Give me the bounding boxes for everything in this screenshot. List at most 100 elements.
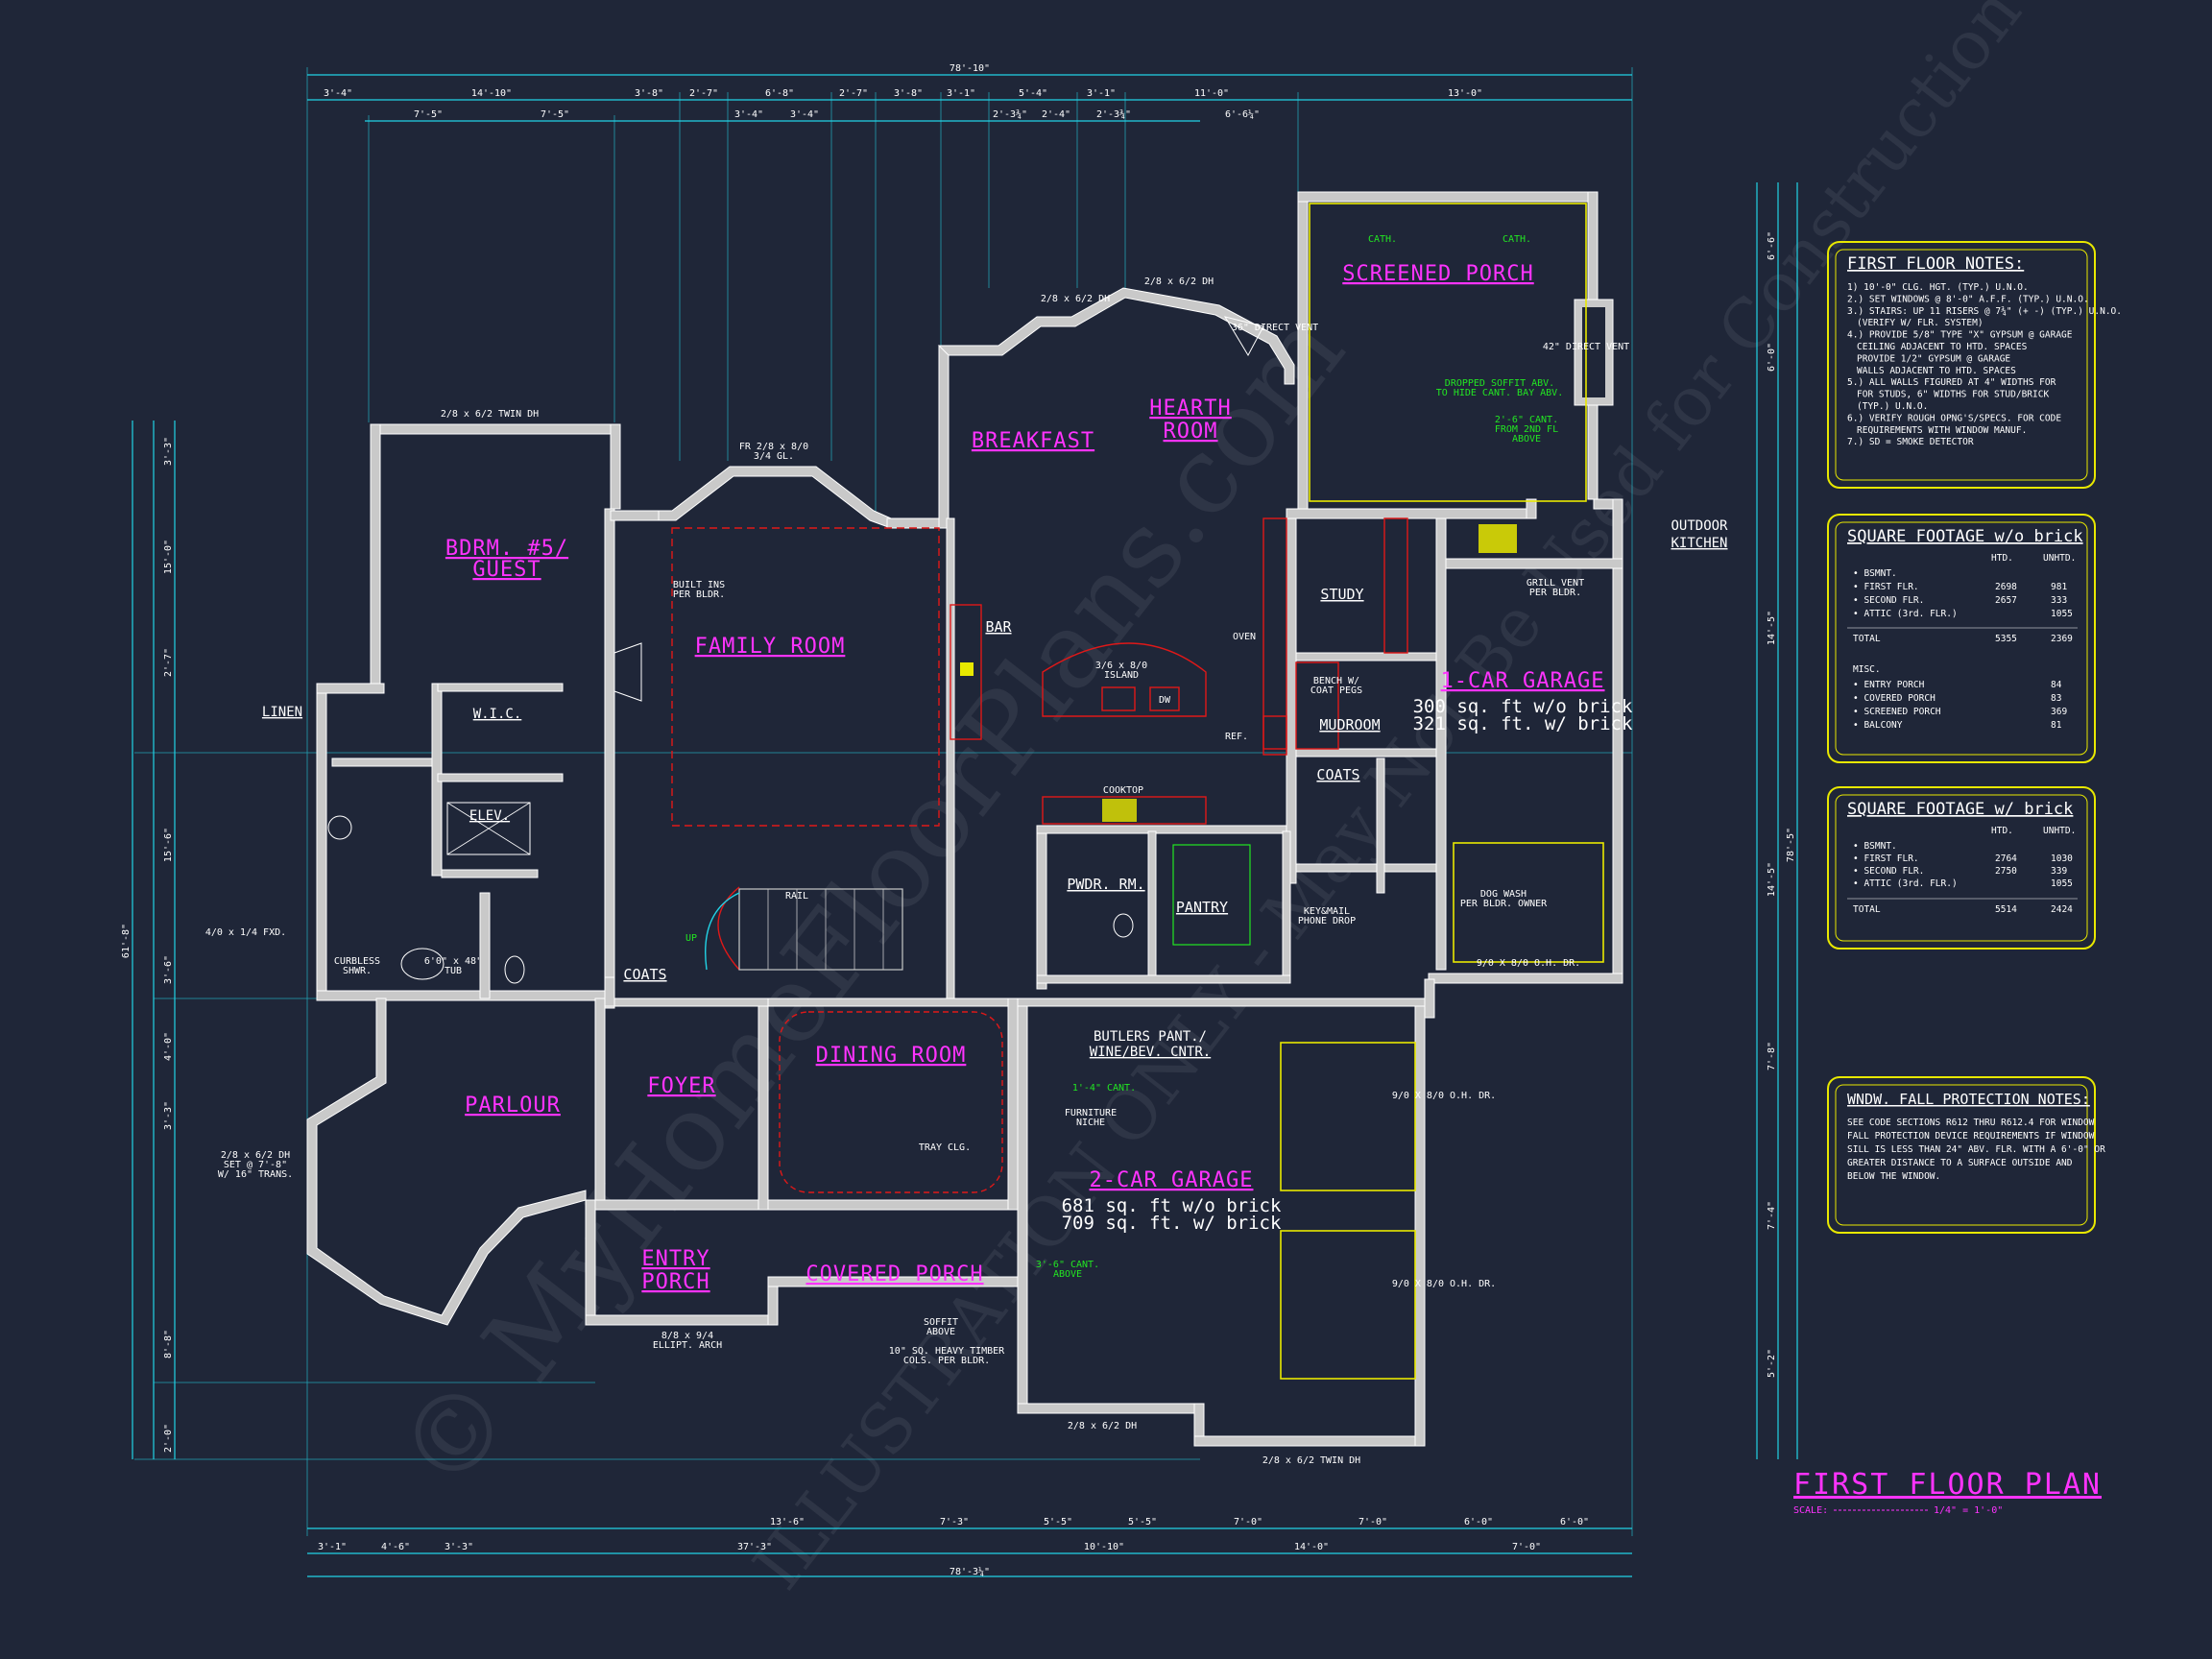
room-garage1: 1-CAR GARAGE xyxy=(1441,669,1605,693)
notes-line-1: 2.) SET WINDOWS @ 8'-0" A.F.F. (TYP.) U.… xyxy=(1847,294,2089,304)
built-ins-2: PER BLDR. xyxy=(673,589,725,600)
room-labels: BDRM. #5/ GUEST FAMILY ROOM BREAKFAST HE… xyxy=(262,262,1728,1294)
bottom-dim-1: 7'-3" xyxy=(940,1517,969,1527)
bottom-total-dim: 78'-3¼" xyxy=(950,1566,990,1577)
bottom-dim-row2: 3'-1"4'-6"3'-3"37'-3"10'-10"14'-0"7'-0" xyxy=(318,1542,1541,1552)
sqft-brick-row-label-3: • ATTIC (3rd. FLR.) xyxy=(1853,878,1958,889)
top-dim-9: 3'-1" xyxy=(1087,88,1116,99)
sqft-brick-row-htd-1: 2764 xyxy=(1995,854,2017,864)
room-entry: ENTRY xyxy=(641,1247,709,1271)
left-dim-8: 2'-0" xyxy=(163,1424,174,1453)
oh-door-3: 9/0 X 8/0 O.H. DR. xyxy=(1392,1279,1496,1289)
top-dim-4: 6'-8" xyxy=(765,88,794,99)
timber-label-2: COLS. PER BLDR. xyxy=(903,1356,990,1366)
top-dim-11: 13'-0" xyxy=(1448,88,1482,99)
cant-label-2: FROM 2ND FL xyxy=(1495,424,1558,435)
sqft-nobrick-total-htd: 5355 xyxy=(1995,634,2017,644)
top-dim2-7: 6'-6¼" xyxy=(1225,108,1260,120)
fall-notes-line-3: GREATER DISTANCE TO A SURFACE OUTSIDE AN… xyxy=(1847,1158,2073,1168)
sqft-nobrick-row-unhtd-1: 981 xyxy=(2051,582,2067,592)
sqft-nobrick-row-htd-1: 2698 xyxy=(1995,582,2017,592)
sqft-brick-row-label-1: • FIRST FLR. xyxy=(1853,854,1919,864)
sqft-nobrick-col-htd: HTD. xyxy=(1991,553,2013,564)
notes-line-7: WALLS ADJACENT TO HTD. SPACES xyxy=(1857,366,2016,376)
dh-label-a: 2/8 x 6/2 DH xyxy=(1144,276,1214,287)
bottom-dim-row1: 13'-6"7'-3"5'-5"5'-5"7'-0"7'-0"6'-0"6'-0… xyxy=(770,1517,1589,1527)
sqft-nobrick-row-label-3: • ATTIC (3rd. FLR.) xyxy=(1853,609,1958,619)
bench-label: BENCH W/ xyxy=(1313,676,1359,686)
bottom-dim-3: 5'-5" xyxy=(1128,1517,1157,1527)
fall-notes-title: WNDW. FALL PROTECTION NOTES: xyxy=(1847,1091,2090,1108)
bottom-dim2-3: 37'-3" xyxy=(737,1542,772,1552)
right-dim-1: 6'-0" xyxy=(1767,343,1777,372)
right-dim-3: 14'-5" xyxy=(1767,862,1777,897)
right-dim-0: 6'-6" xyxy=(1767,231,1777,260)
left-dim-1: 15'-0" xyxy=(163,540,174,574)
top-dim2-5: 2'-4" xyxy=(1042,109,1070,120)
first-floor-notes-panel: FIRST FLOOR NOTES: 1) 10'-0" CLG. HGT. (… xyxy=(1827,241,2122,489)
left-dims: 3'-3"15'-0"2'-7"15'-6"3'-6"4'-0"3'-3"8'-… xyxy=(163,437,174,1453)
top-total-dim: 78'-10" xyxy=(950,63,990,74)
bottom-dim-4: 7'-0" xyxy=(1234,1517,1262,1527)
garage1-sqft-brick: 321 sq. ft. w/ brick xyxy=(1413,713,1633,734)
oh-door-1: 9/0 X 8/0 O.H. DR. xyxy=(1477,958,1580,969)
top-dim2-1: 7'-5" xyxy=(541,109,569,120)
trans-window-3: W/ 16" TRANS. xyxy=(218,1169,293,1180)
direct-vent-36: 36" DIRECT VENT xyxy=(1232,323,1318,333)
notes-line-4: 4.) PROVIDE 5/8" TYPE "X" GYPSUM @ GARAG… xyxy=(1847,330,2073,341)
left-dim-3: 15'-6" xyxy=(163,828,174,862)
island-label-2: ISLAND xyxy=(1104,670,1139,681)
built-ins: BUILT INS xyxy=(673,580,725,590)
notes-line-8: 5.) ALL WALLS FIGURED AT 4" WIDTHS FOR xyxy=(1847,377,2056,388)
room-elev: ELEV. xyxy=(469,808,510,824)
cant-garage-2: 3'-6" CANT. xyxy=(1036,1260,1099,1270)
sqft-misc-row-label-3: • BALCONY xyxy=(1853,720,1903,731)
tub-label: 6'0" x 48" xyxy=(424,956,482,967)
scale-value: 1/4" = 1'-0" xyxy=(1934,1505,2003,1516)
room-hearth-room: ROOM xyxy=(1164,420,1218,444)
room-mudroom: MUDROOM xyxy=(1319,716,1380,733)
sqft-brick-row-unhtd-2: 339 xyxy=(2051,866,2067,877)
sqft-nobrick-row-htd-2: 2657 xyxy=(1995,595,2017,606)
left-dim-2: 2'-7" xyxy=(163,648,174,677)
top-dim2-0: 7'-5" xyxy=(414,109,443,120)
direct-vent-42: 42" DIRECT VENT xyxy=(1543,342,1629,352)
bench-label-2: COAT PEGS xyxy=(1310,685,1362,696)
furniture-niche: FURNITURE xyxy=(1065,1108,1117,1118)
left-dim-0: 3'-3" xyxy=(163,437,174,466)
notes-line-9: FOR STUDS, 6" WIDTHS FOR STUD/BRICK xyxy=(1857,390,2049,400)
top-dim-3: 2'-7" xyxy=(689,88,718,99)
oh-door-2: 9/0 X 8/0 O.H. DR. xyxy=(1392,1091,1496,1101)
room-wic: W.I.C. xyxy=(473,707,522,722)
tray-ceiling: TRAY CLG. xyxy=(919,1142,971,1153)
bottom-dim-6: 6'-0" xyxy=(1464,1517,1493,1527)
cooktop-label: COOKTOP xyxy=(1103,785,1143,796)
sqft-nobrick-col-unhtd: UNHTD. xyxy=(2043,553,2076,564)
cant-garage-3: ABOVE xyxy=(1053,1269,1082,1280)
plan-title: FIRST FLOOR PLAN xyxy=(1793,1468,2102,1502)
island-label: 3/6 x 8/0 xyxy=(1095,661,1147,671)
sqft-brick-row-label-0: • BSMNT. xyxy=(1853,841,1897,852)
rail-label: RAIL xyxy=(785,891,808,902)
sqft-brick-total-unhtd: 2424 xyxy=(2051,904,2073,915)
sqft-brick-title: SQUARE FOOTAGE w/ brick xyxy=(1847,800,2073,819)
bottom-dim-5: 7'-0" xyxy=(1358,1517,1387,1527)
ellipt-arch-2: ELLIPT. ARCH xyxy=(653,1340,722,1351)
notes-line-3: (VERIFY W/ FLR. SYSTEM) xyxy=(1857,318,1984,328)
room-bdrm: BDRM. #5/ xyxy=(445,537,568,561)
building-walls xyxy=(306,191,1623,1447)
sqft-misc-row-label-2: • SCREENED PORCH xyxy=(1853,707,1941,717)
cant-label: 2'-6" CANT. xyxy=(1495,415,1558,425)
furniture-niche-2: NICHE xyxy=(1076,1118,1105,1128)
room-bar: BAR xyxy=(985,618,1012,636)
room-foyer: FOYER xyxy=(647,1074,715,1098)
room-coats: COATS xyxy=(1316,766,1359,783)
room-pwdr: PWDR. RM. xyxy=(1067,876,1144,893)
top-dim-6: 3'-8" xyxy=(894,88,923,99)
room-study: STUDY xyxy=(1320,586,1363,603)
curbless-label: CURBLESS xyxy=(334,956,380,967)
grill-vent: GRILL VENT xyxy=(1527,578,1584,589)
cath-label-2: CATH. xyxy=(1503,234,1531,245)
